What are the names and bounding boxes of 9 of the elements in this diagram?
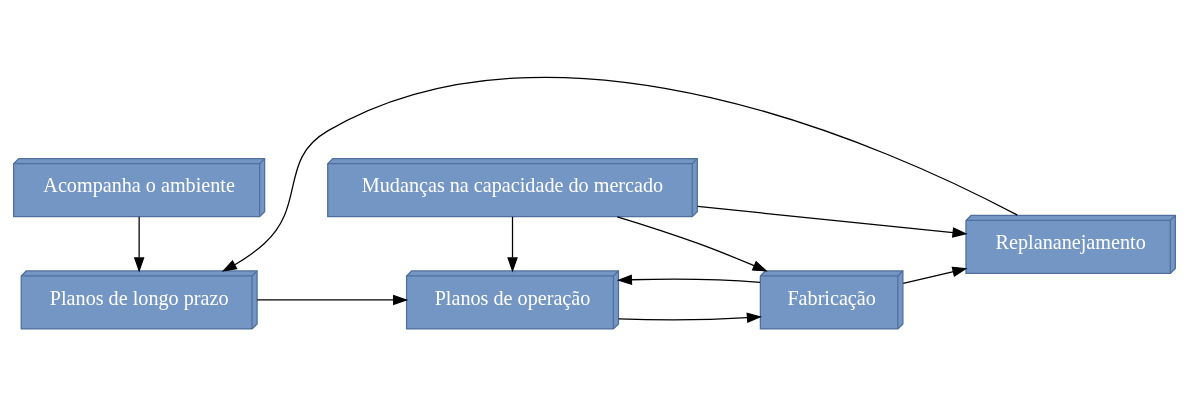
arrow [133,215,145,272]
arrow [616,215,768,272]
arrow [618,311,762,323]
arrow [221,77,1019,272]
arrow [697,205,968,238]
arrow [507,215,518,272]
arrow [902,266,968,284]
arrow [616,273,761,285]
arrow [256,294,409,305]
